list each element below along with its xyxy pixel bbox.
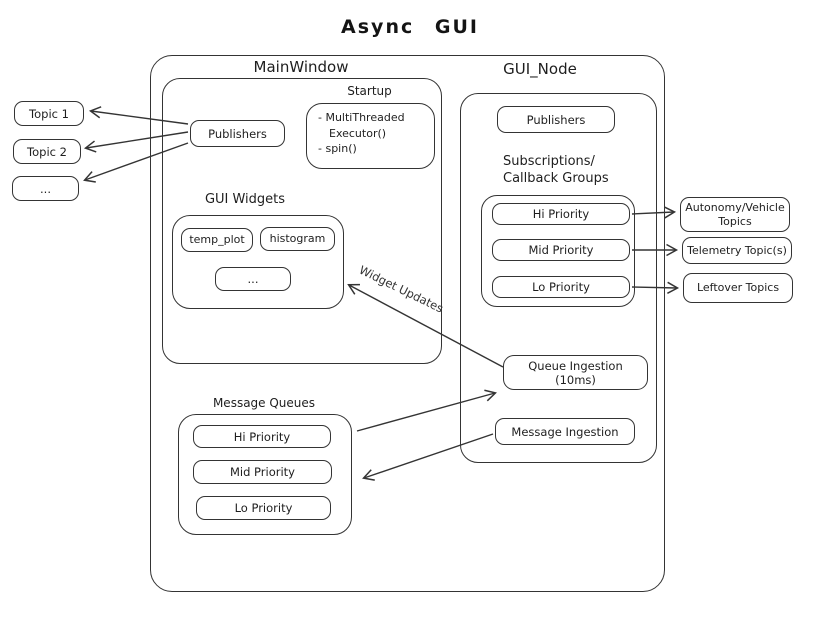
autonomy-vehicle-topics-box: Autonomy/Vehicle Topics <box>680 197 790 232</box>
telemetry-topics-box: Telemetry Topic(s) <box>682 237 792 264</box>
topic-2-box: Topic 2 <box>13 139 81 164</box>
cg-hi-priority-box: Hi Priority <box>492 203 630 225</box>
startup-box <box>306 103 435 169</box>
topic-more-box: ... <box>12 176 79 201</box>
gui-node-publishers-box: Publishers <box>497 106 615 133</box>
widget-temp-plot-box: temp_plot <box>181 228 253 252</box>
leftover-topics-box: Leftover Topics <box>683 273 793 303</box>
widget-more-box: ... <box>215 267 291 291</box>
cg-lo-priority-box: Lo Priority <box>492 276 630 298</box>
startup-line-2: Executor() <box>329 126 387 140</box>
message-queues-container <box>178 414 352 535</box>
gui-node-container <box>460 93 657 463</box>
gui-widgets-container <box>172 215 344 309</box>
startup-label: Startup <box>347 84 392 98</box>
subscriptions-label-line2: Callback Groups <box>503 171 609 186</box>
system-container <box>150 55 665 592</box>
diagram-title: Async GUI <box>341 16 479 38</box>
mainwindow-container <box>162 78 442 364</box>
message-queues-label: Message Queues <box>212 396 316 410</box>
widget-histogram-box: histogram <box>260 227 335 251</box>
mq-mid-priority-box: Mid Priority <box>193 460 332 484</box>
cg-mid-priority-box: Mid Priority <box>492 239 630 261</box>
queue-ingestion-box: Queue Ingestion (10ms) <box>503 355 648 390</box>
gui-widgets-label: GUI Widgets <box>204 192 286 207</box>
topic-1-box: Topic 1 <box>14 101 84 126</box>
callback-groups-container <box>481 195 635 307</box>
startup-line-1: - MultiThreaded <box>318 111 405 124</box>
subscriptions-label: Subscriptions/ Callback Groups <box>503 153 609 187</box>
subscriptions-label-line1: Subscriptions/ <box>503 154 595 169</box>
mq-lo-priority-box: Lo Priority <box>196 496 331 520</box>
startup-text: - MultiThreaded Executor() - spin() <box>318 110 430 157</box>
mainwindow-publishers-box: Publishers <box>190 120 285 147</box>
gui-node-label: GUI_Node <box>503 60 577 78</box>
mq-hi-priority-box: Hi Priority <box>193 425 331 448</box>
mainwindow-label: MainWindow <box>253 58 349 76</box>
message-ingestion-box: Message Ingestion <box>495 418 635 445</box>
startup-line-3: - spin() <box>318 142 357 155</box>
